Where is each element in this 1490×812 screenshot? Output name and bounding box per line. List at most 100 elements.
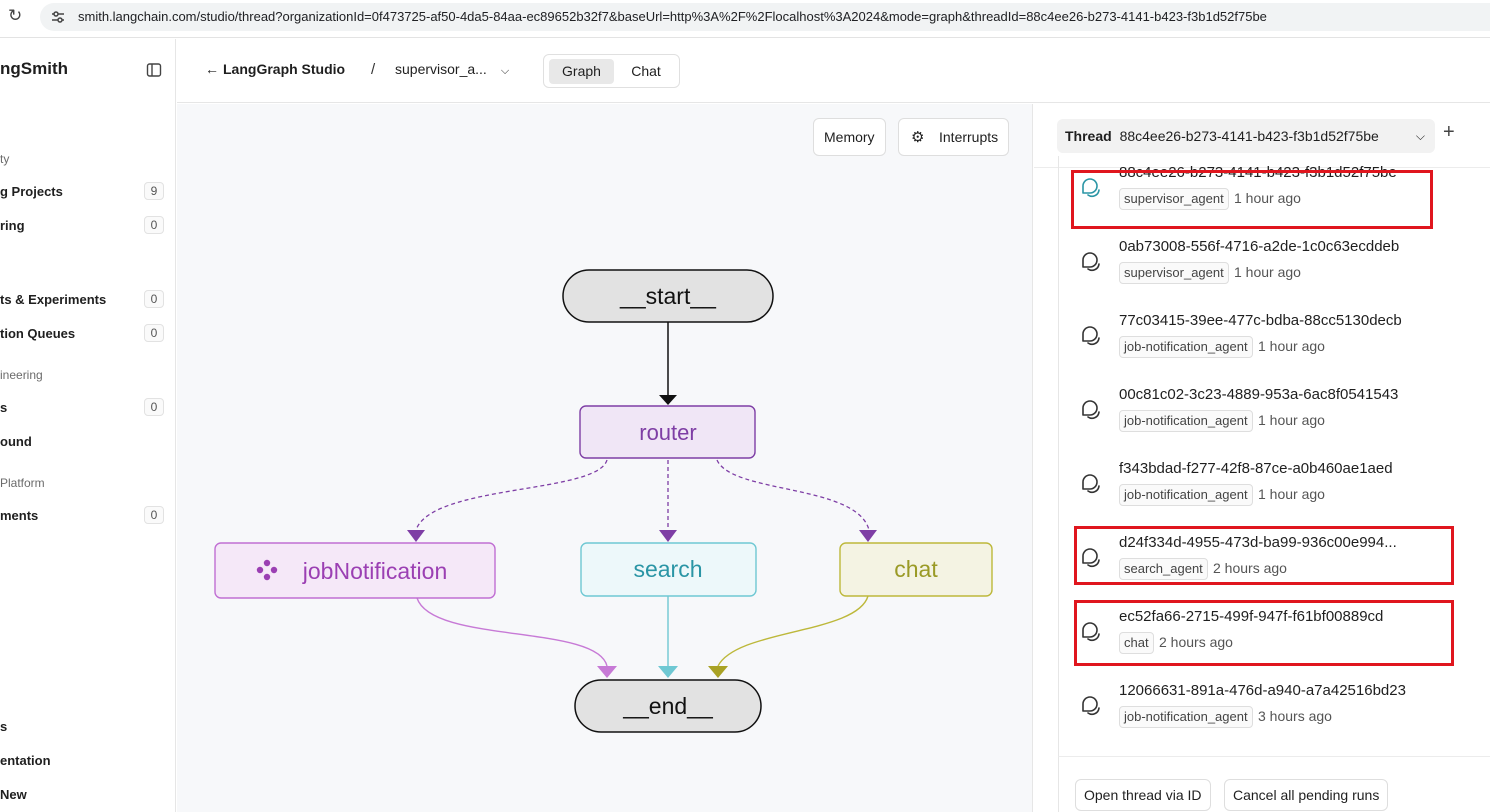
- sidebar-item-settings[interactable]: s: [0, 719, 8, 734]
- thread-list-item[interactable]: 00c81c02-3c23-4889-953a-6ac8f0541543 job-…: [1059, 378, 1490, 452]
- sidebar-item-datasets-experiments[interactable]: ts & Experiments 0: [0, 290, 166, 310]
- sidebar-item-tracing-projects[interactable]: g Projects 9: [0, 182, 166, 202]
- graph-canvas[interactable]: __start__ router jobNotification search …: [177, 104, 1033, 812]
- memory-button[interactable]: Memory: [813, 118, 886, 156]
- node-start-label: __start__: [619, 283, 717, 309]
- bug-icon: ⚙: [911, 129, 925, 146]
- chevron-down-icon: ⌵: [1415, 129, 1425, 143]
- new-thread-plus-icon[interactable]: +: [1443, 121, 1455, 143]
- thread-time: 1 hour ago: [1258, 486, 1325, 502]
- graph-tag: job-notification_agent: [1119, 410, 1253, 432]
- node-search-label: search: [633, 556, 702, 582]
- node-search[interactable]: [580, 542, 757, 597]
- thread-list-item[interactable]: 77c03415-39ee-477c-bdba-88cc5130decb job-…: [1059, 304, 1490, 378]
- count-badge: 0: [144, 216, 164, 234]
- mode-toggle: Graph Chat: [543, 54, 680, 88]
- graph-tag: job-notification_agent: [1119, 336, 1253, 358]
- node-router[interactable]: [579, 405, 756, 459]
- edge-start-router-arrow: [659, 395, 677, 405]
- sidebar-item-prompts[interactable]: s 0: [0, 398, 166, 418]
- graph-tag: job-notification_agent: [1119, 706, 1253, 728]
- highlight-box: [1074, 526, 1454, 585]
- browser-address-bar: ↻ smith.langchain.com/studio/thread?orga…: [0, 0, 1490, 38]
- sidebar-section-label: ty: [0, 152, 10, 166]
- back-to-studio-link[interactable]: ←LangGraph Studio: [205, 61, 346, 77]
- highlight-box: [1071, 170, 1433, 229]
- sidebar-item-monitoring[interactable]: ring 0: [0, 216, 166, 236]
- thread-chat-icon: [1082, 326, 1100, 346]
- thread-list-item[interactable]: d24f334d-4955-473d-ba99-936c00e994...sea…: [1059, 526, 1490, 600]
- graph-tag: supervisor_agent: [1119, 188, 1229, 210]
- thread-time: 1 hour ago: [1258, 338, 1325, 354]
- edge-chat-end: [717, 595, 869, 667]
- thread-time: 1 hour ago: [1234, 264, 1301, 280]
- url-text: smith.langchain.com/studio/thread?organi…: [78, 9, 1267, 24]
- node-end[interactable]: [574, 679, 762, 733]
- graph-tag: search_agent: [1119, 558, 1208, 580]
- thread-list-item[interactable]: 0ab73008-556f-4716-a2de-1c0c63ecddeb supe…: [1059, 230, 1490, 304]
- cancel-pending-runs-button[interactable]: Cancel all pending runs: [1224, 779, 1389, 811]
- thread-time: 3 hours ago: [1258, 708, 1332, 724]
- node-end-label: __end__: [622, 693, 714, 719]
- thread-header: Thread 88c4ee26-b273-4141-b423-f3b1d52f7…: [1034, 104, 1490, 168]
- graph-diagram: __start__ router jobNotification search …: [214, 269, 993, 733]
- sidebar-collapse-icon[interactable]: [146, 62, 162, 78]
- tab-chat[interactable]: Chat: [631, 63, 661, 79]
- url-field[interactable]: smith.langchain.com/studio/thread?organi…: [40, 3, 1490, 31]
- subgraph-icon: [256, 559, 278, 581]
- thread-chat-icon: [1082, 548, 1100, 568]
- open-thread-by-id-button[interactable]: Open thread via ID: [1075, 779, 1211, 811]
- sidebar-section-label: ineering: [0, 368, 43, 382]
- thread-id: 0ab73008-556f-4716-a2de-1c0c63ecddeb: [1119, 238, 1400, 255]
- brand-logo: ngSmith: [0, 59, 68, 78]
- tab-graph[interactable]: Graph: [549, 59, 614, 84]
- edge-job-end-arrow: [597, 666, 617, 678]
- sidebar-item-deployments[interactable]: ments 0: [0, 506, 166, 526]
- sidebar-section-label: Platform: [0, 476, 45, 490]
- count-badge: 9: [144, 182, 164, 200]
- reload-icon[interactable]: ↻: [8, 6, 23, 25]
- count-badge: 0: [144, 398, 164, 416]
- graph-tag: chat: [1119, 632, 1154, 654]
- thread-chat-icon: [1082, 474, 1100, 494]
- node-job-label: jobNotification: [302, 558, 447, 584]
- sidebar-item-playground[interactable]: ound: [0, 434, 32, 449]
- count-badge: 0: [144, 506, 164, 524]
- chevron-down-icon: ⌵: [500, 65, 510, 77]
- node-start[interactable]: [562, 269, 774, 323]
- thread-chat-icon: [1082, 252, 1100, 272]
- thread-id: 00c81c02-3c23-4889-953a-6ac8f0541543: [1119, 386, 1399, 403]
- edge-router-chat-arrow: [859, 530, 877, 542]
- sidebar-item-documentation[interactable]: entation: [0, 753, 51, 768]
- current-thread-id: 88c4ee26-b273-4141-b423-f3b1d52f75be: [1119, 128, 1379, 144]
- thread-time: 1 hour ago: [1234, 190, 1301, 206]
- arrow-left-icon: ←: [205, 61, 219, 77]
- sidebar-item-whats-new[interactable]: New: [0, 787, 27, 802]
- thread-chat-icon: [1082, 178, 1100, 198]
- count-badge: 0: [144, 324, 164, 342]
- thread-time: 2 hours ago: [1159, 634, 1233, 650]
- thread-time: 2 hours ago: [1213, 560, 1287, 576]
- edge-router-job: [415, 459, 608, 531]
- interrupts-button[interactable]: ⚙Interrupts: [898, 118, 1010, 156]
- left-sidebar: ngSmith ty g Projects 9 ring 0 ts & Expe…: [0, 39, 176, 812]
- count-badge: 0: [144, 290, 164, 308]
- graph-selector[interactable]: supervisor_a...⌵: [395, 61, 510, 77]
- node-chat[interactable]: [839, 542, 993, 597]
- thread-selector[interactable]: Thread 88c4ee26-b273-4141-b423-f3b1d52f7…: [1057, 119, 1435, 153]
- site-settings-icon[interactable]: [50, 9, 66, 25]
- node-job-notification[interactable]: [214, 542, 496, 599]
- sidebar-item-annotation-queues[interactable]: tion Queues 0: [0, 324, 166, 344]
- breadcrumb-separator: /: [371, 61, 376, 78]
- graph-tag: supervisor_agent: [1119, 262, 1229, 284]
- thread-id: 77c03415-39ee-477c-bdba-88cc5130decb: [1119, 312, 1402, 329]
- edge-chat-end-arrow: [708, 666, 728, 678]
- node-chat-label: chat: [894, 556, 938, 582]
- edge-job-end: [416, 597, 608, 667]
- studio-header: ←LangGraph Studio / supervisor_a...⌵ Gra…: [177, 39, 1490, 103]
